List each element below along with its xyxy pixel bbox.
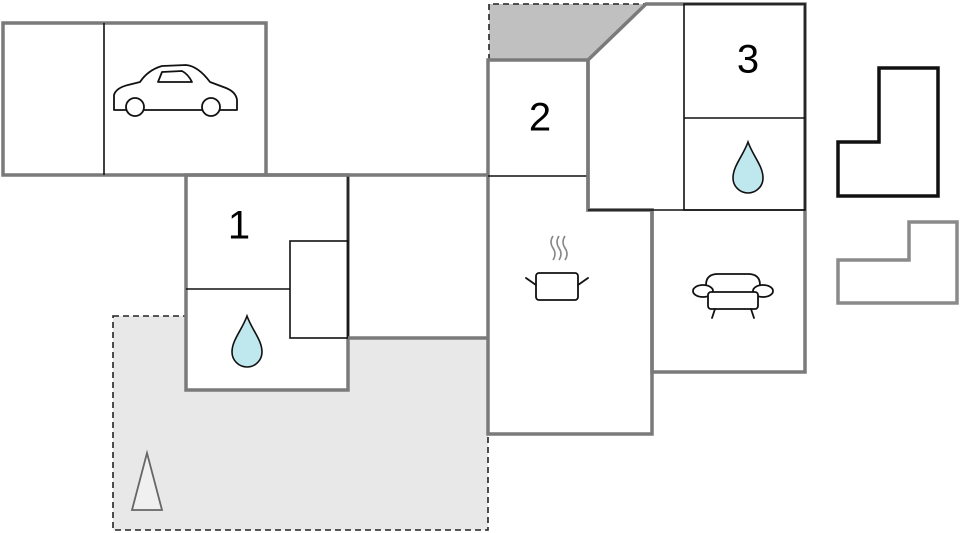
cooking-pot-icon (525, 235, 589, 301)
floor-level-upper-icon (836, 66, 940, 198)
balcony (488, 3, 646, 60)
water-drop-icon (231, 313, 263, 368)
room-2-number: 2 (529, 96, 551, 140)
terrace (112, 315, 489, 531)
room-1-number: 1 (228, 204, 250, 248)
room-3 (586, 2, 807, 374)
compass-north-arrow-icon (130, 449, 164, 511)
room-3-number: 3 (737, 38, 759, 82)
water-drop-icon (732, 139, 764, 194)
garage (1, 21, 268, 177)
car-icon (113, 64, 238, 117)
room-1 (184, 173, 350, 392)
hallway (266, 173, 489, 340)
sofa-icon (692, 273, 774, 319)
floor-level-lower-icon (836, 220, 959, 305)
room-2 (486, 58, 654, 436)
